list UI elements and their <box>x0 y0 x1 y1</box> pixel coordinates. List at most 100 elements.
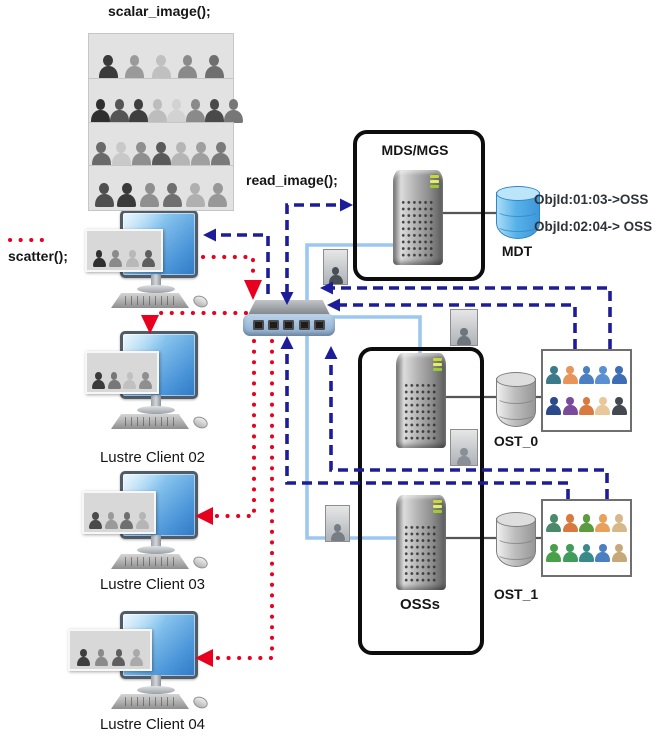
person-glyph <box>130 649 144 666</box>
person-glyph <box>546 514 562 533</box>
person-glyph <box>171 142 191 166</box>
grayscale-image-strip <box>88 122 234 170</box>
person-glyph <box>125 250 139 267</box>
person-glyph <box>457 328 471 345</box>
mouse-icon <box>191 694 210 711</box>
person-glyph <box>611 514 627 533</box>
mds-mgs-box <box>353 130 485 281</box>
person-glyph <box>185 183 205 207</box>
person-glyph <box>88 512 102 529</box>
person-glyph <box>208 183 228 207</box>
keyboard-icon <box>111 414 189 429</box>
server-led <box>433 363 442 366</box>
person-glyph <box>91 99 110 123</box>
person-glyph <box>76 649 90 666</box>
server-grille <box>404 383 437 443</box>
ost0-photo-thumbnail <box>541 349 632 432</box>
person-glyph <box>578 397 594 415</box>
person-glyph <box>112 649 126 666</box>
switch-port <box>283 320 295 330</box>
person-glyph <box>109 250 123 267</box>
person-glyph <box>98 55 118 79</box>
person-glyph <box>162 183 182 207</box>
person-glyph <box>131 142 151 166</box>
objid-mapping-line-1: ObjId:01:03->OSS <box>534 192 649 207</box>
arrow-client1-to-switch <box>201 255 255 280</box>
mdt-label: MDT <box>501 243 533 259</box>
person-glyph <box>129 99 148 123</box>
person-glyph <box>136 512 150 529</box>
server-led <box>430 180 439 183</box>
client-image-thumbnail <box>82 491 156 534</box>
read-image-call-label: read_image(); <box>246 172 338 188</box>
person-glyph <box>330 524 345 541</box>
portrait-thumbnail <box>323 249 348 285</box>
person-glyph <box>125 55 144 79</box>
monitor-base <box>137 546 175 554</box>
ost0-label: OST_0 <box>493 433 539 449</box>
arrowhead-into-switch-left <box>244 280 262 300</box>
keyboard-icon <box>111 293 189 308</box>
mouse-icon <box>191 293 210 310</box>
monitor-stand <box>151 535 161 547</box>
arrow-switch-to-client3 <box>211 339 256 518</box>
switch-port <box>298 320 310 330</box>
arrow-switch-to-client1 <box>216 233 270 294</box>
scatter-call-label: scatter(); <box>8 248 68 264</box>
grayscale-image-strip <box>88 78 243 127</box>
server-led <box>433 505 442 508</box>
server-led <box>433 500 442 503</box>
mds-server-icon <box>393 170 443 265</box>
arrowhead-into-switch-bottom-1 <box>324 346 338 359</box>
switch-port-panel <box>243 314 335 336</box>
person-glyph <box>94 649 108 666</box>
monitor-stand <box>151 274 161 286</box>
person-glyph <box>457 448 471 465</box>
scalar-image-call-label: scalar_image(); <box>108 3 211 19</box>
person-glyph <box>562 397 578 415</box>
monitor-base <box>137 285 175 293</box>
keyboard-icon <box>111 694 189 709</box>
person-glyph <box>211 142 231 166</box>
person-glyph <box>140 183 160 207</box>
person-glyph <box>120 512 134 529</box>
server-led <box>433 510 442 513</box>
person-glyph <box>94 183 114 207</box>
person-glyph <box>117 183 137 207</box>
person-glyph <box>123 372 137 389</box>
client-image-thumbnail <box>85 351 159 394</box>
person-glyph <box>204 55 224 79</box>
person-glyph <box>151 142 171 166</box>
ost1-cylinder-icon <box>496 512 536 567</box>
portrait-thumbnail <box>450 309 478 346</box>
portrait-thumbnail <box>325 505 350 542</box>
person-glyph <box>562 366 578 384</box>
server-grille <box>401 200 434 260</box>
person-glyph <box>111 142 131 166</box>
person-glyph <box>578 543 594 562</box>
person-glyph <box>224 99 243 123</box>
person-glyph <box>546 543 562 562</box>
switch-port <box>253 320 265 330</box>
person-glyph <box>142 250 156 267</box>
arrowhead-into-mds <box>340 198 353 212</box>
oss-server-2-icon <box>396 495 446 590</box>
monitor-stand <box>151 395 161 407</box>
person-glyph <box>107 372 121 389</box>
monitor-base <box>137 406 175 414</box>
server-led <box>433 368 442 371</box>
lustre-client-03-label: Lustre Client 03 <box>99 576 206 593</box>
arrow-switch-to-client4 <box>211 339 274 660</box>
person-glyph <box>191 142 211 166</box>
objid-mapping-line-2: ObjId:02:04-> OSS <box>534 219 653 234</box>
person-glyph <box>178 55 197 79</box>
portrait-thumbnail <box>450 429 478 466</box>
person-glyph <box>110 99 129 123</box>
mouse-icon <box>191 414 210 431</box>
person-glyph <box>578 514 594 533</box>
person-glyph <box>167 99 186 123</box>
person-glyph <box>562 543 578 562</box>
ost1-photo-thumbnail <box>541 499 632 577</box>
ost0-cylinder-icon <box>496 372 536 427</box>
